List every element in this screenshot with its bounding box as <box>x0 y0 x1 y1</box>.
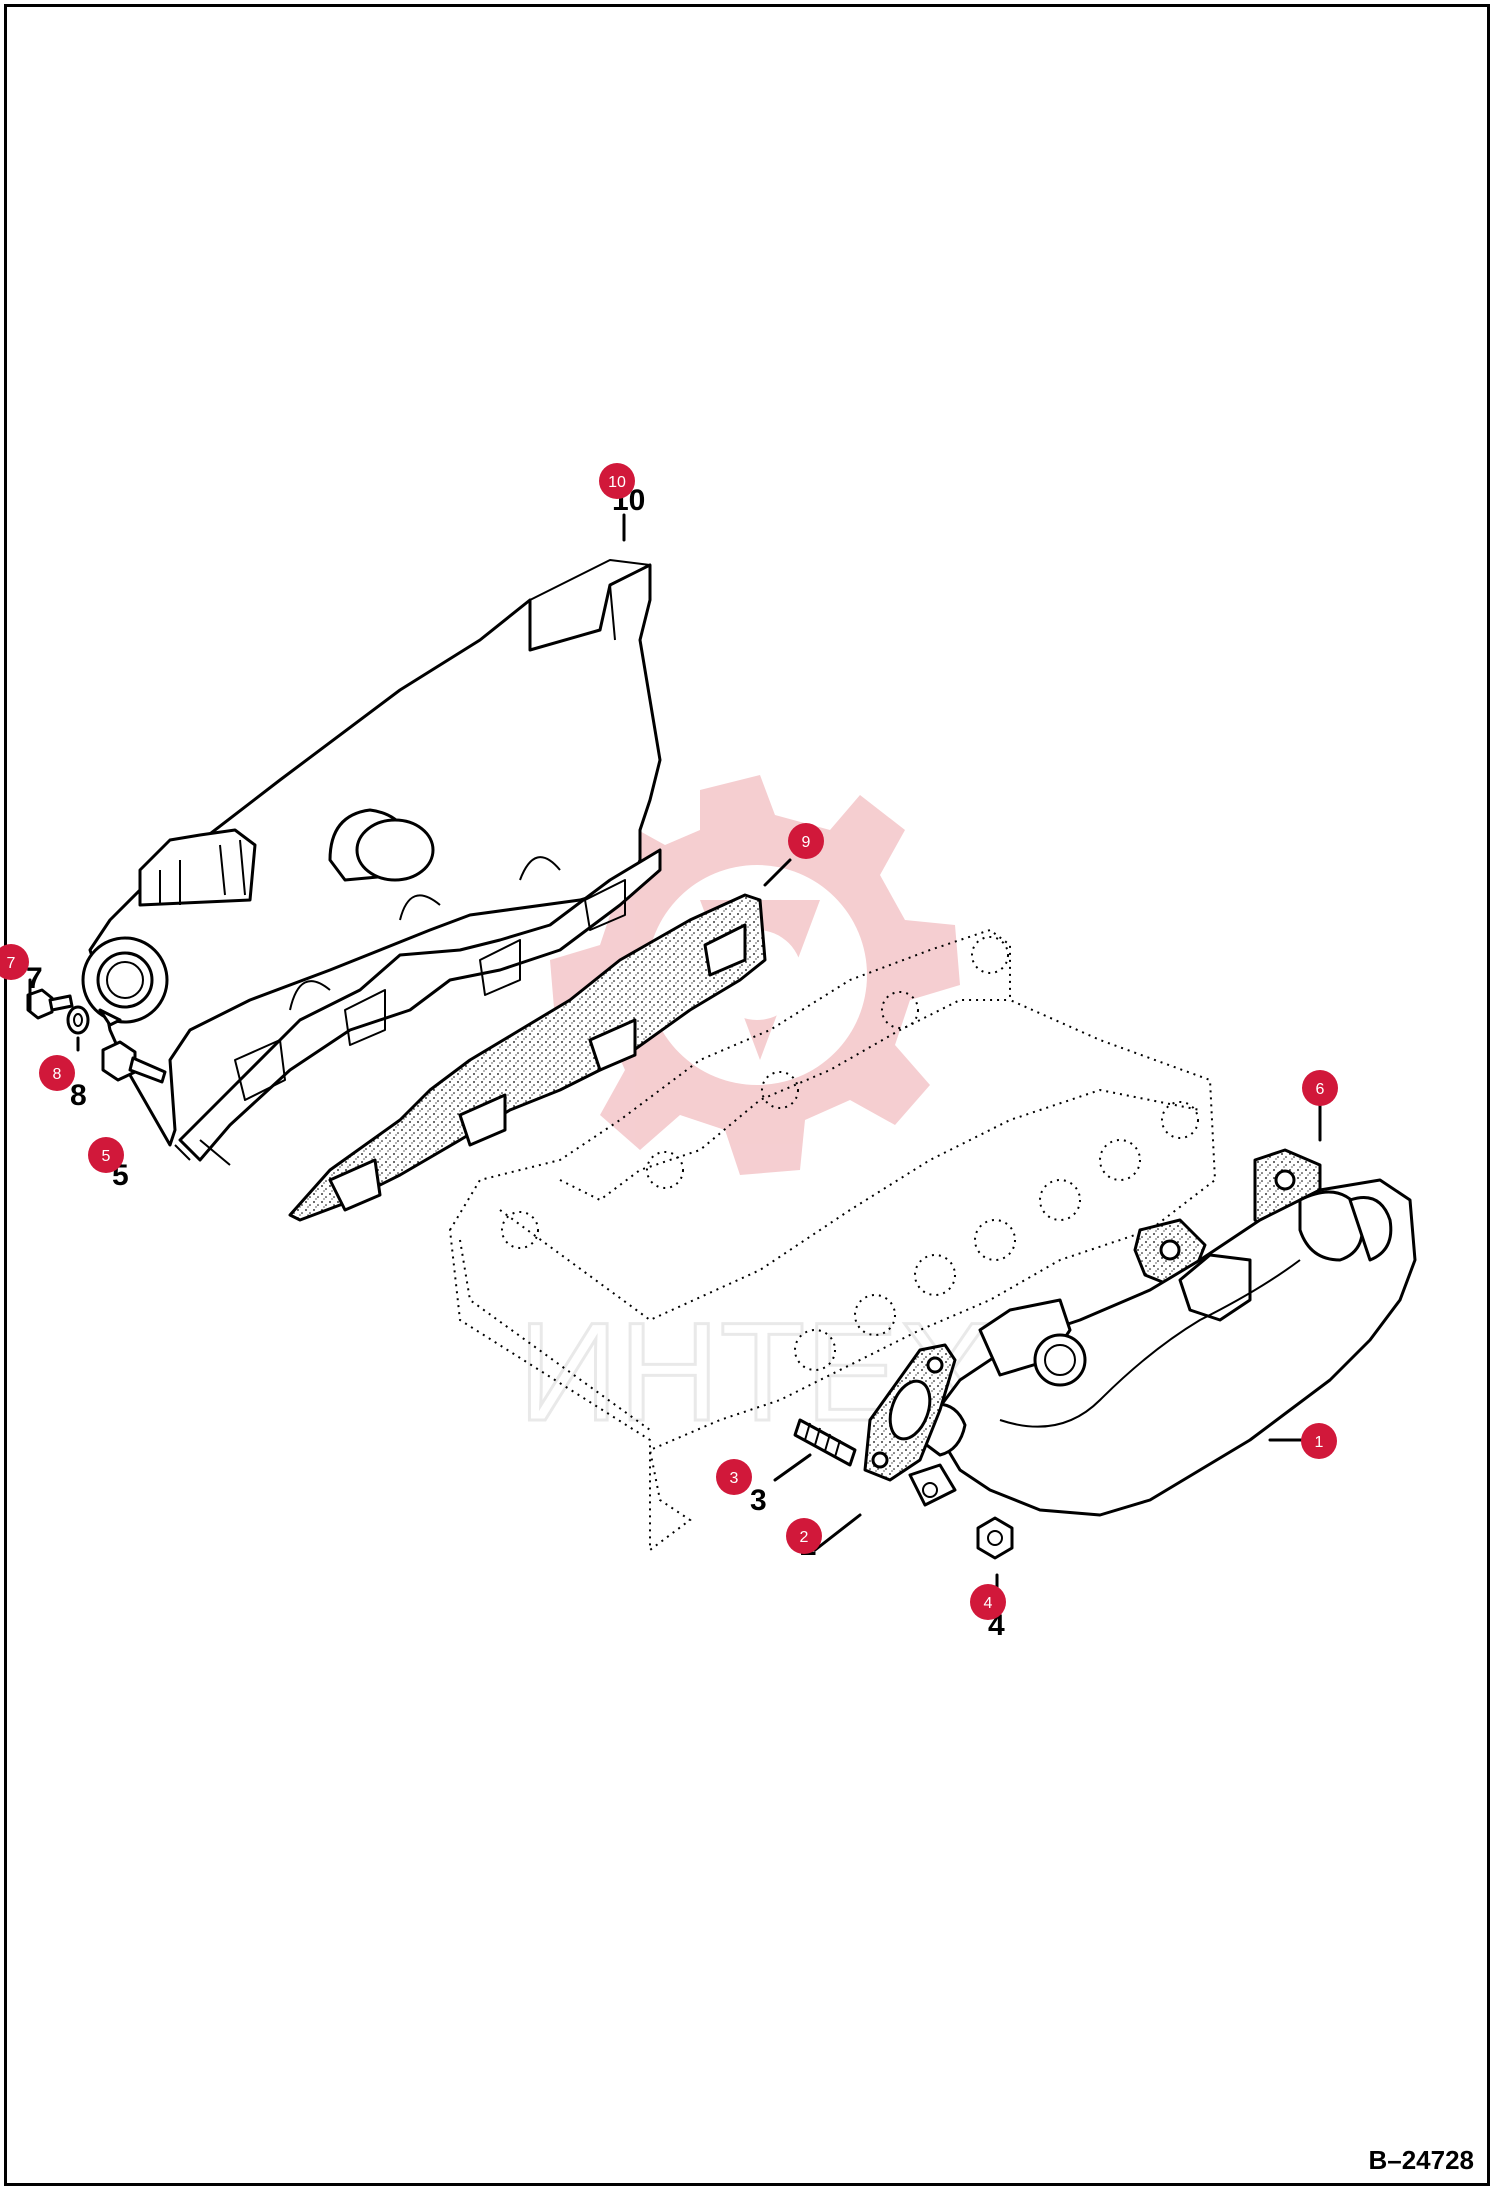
svg-text:1: 1 <box>1315 1434 1324 1451</box>
callout-4[interactable]: 4 <box>970 1584 1006 1620</box>
drawing-frame <box>4 4 1490 2186</box>
callout-8[interactable]: 8 <box>39 1055 75 1091</box>
exhaust-manifold-drawing <box>908 1178 1417 1517</box>
svg-text:9: 9 <box>802 834 811 851</box>
part-label-8: 8 <box>70 1079 87 1112</box>
washer-drawing <box>66 1005 90 1035</box>
intake-gasket-drawing <box>288 893 767 1222</box>
callout-9[interactable]: 9 <box>788 823 824 859</box>
leader-lines <box>28 513 1322 1592</box>
callout-7[interactable]: 7 <box>0 944 29 980</box>
svg-text:8: 8 <box>53 1066 62 1083</box>
svg-text:4: 4 <box>984 1595 993 1612</box>
svg-text:3: 3 <box>730 1470 739 1487</box>
intake-manifold-drawing <box>81 559 662 1166</box>
stud-drawing <box>793 1418 857 1467</box>
svg-text:5: 5 <box>102 1148 111 1165</box>
part-label-7: 7 <box>26 962 43 995</box>
callout-2[interactable]: 2 <box>786 1518 822 1554</box>
cylinder-head-drawing <box>448 928 1217 1552</box>
callout-5[interactable]: 5 <box>88 1137 124 1173</box>
svg-text:10: 10 <box>608 474 626 491</box>
drawing-code: B–24728 <box>1368 2145 1474 2175</box>
callout-markers: 10 9 6 1 3 2 4 5 <box>0 463 1338 1620</box>
part-label-3: 3 <box>750 1484 767 1517</box>
svg-text:2: 2 <box>800 1529 809 1546</box>
callout-6[interactable]: 6 <box>1302 1070 1338 1106</box>
bolt-5-drawing <box>101 1040 167 1084</box>
svg-text:6: 6 <box>1316 1081 1325 1098</box>
bolt-7-drawing <box>26 988 74 1020</box>
nut-drawing <box>976 1516 1014 1560</box>
callout-3[interactable]: 3 <box>716 1459 752 1495</box>
callout-10[interactable]: 10 <box>599 463 635 499</box>
callout-1[interactable]: 1 <box>1301 1423 1337 1459</box>
exhaust-gasket-left-drawing <box>863 1343 957 1482</box>
svg-text:7: 7 <box>7 955 16 972</box>
